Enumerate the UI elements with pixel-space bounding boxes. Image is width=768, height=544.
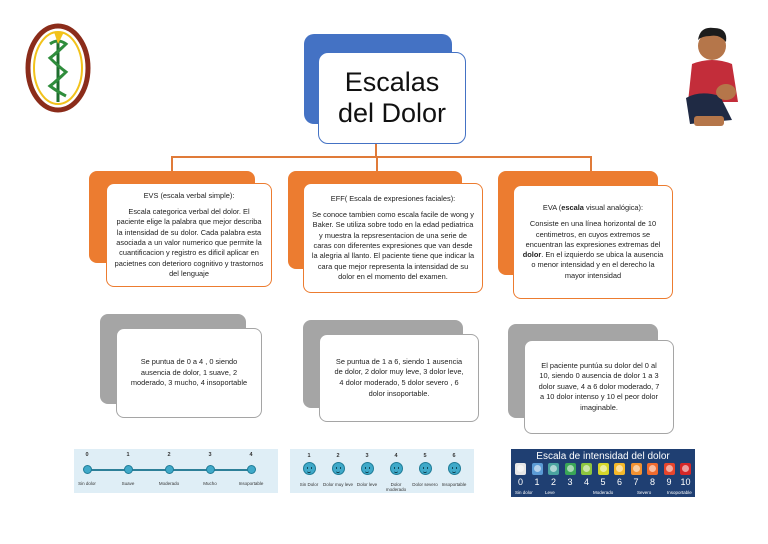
eva-scoring: El paciente puntúa su dolor del 0 al 10,…: [538, 360, 660, 412]
eff-faces-scale: 1 2 3 4 5 6 Sin Dolor Dolor muy leve Dol…: [290, 449, 474, 493]
eff-number: 2: [336, 453, 340, 459]
evs-scoring: Se puntua de 0 a 4 , 0 siendo ausencia d…: [130, 357, 248, 388]
eff-scale-label: Insoportable: [441, 482, 467, 487]
evs-scoring-box: Se puntua de 0 a 4 , 0 siendo ausencia d…: [116, 328, 262, 418]
evs-description-box: EVS (escala verbal simple): Escala categ…: [106, 183, 272, 287]
eff-scale-label: Sin Dolor: [299, 482, 319, 487]
connector-title-down: [375, 144, 377, 157]
eff-description: Se conoce tambien como escala facile de …: [311, 210, 475, 281]
title-line-2: del Dolor: [337, 98, 447, 128]
eff-number: 4: [394, 453, 398, 459]
eva-description-box: EVA (escala visual analógica): Consiste …: [513, 185, 673, 299]
eva-face-cell: [630, 463, 642, 475]
eva-number: 5: [600, 477, 606, 487]
smiling-face-icon: [302, 462, 316, 475]
evs-number: 0: [85, 452, 89, 458]
evs-scale-dot: [206, 465, 215, 474]
eva-scale-label: Insoportable: [667, 490, 692, 495]
eff-scoring-box: Se puntua de 1 a 6, siendo 1 ausencia de…: [319, 334, 479, 422]
eva-face-cell: [647, 463, 658, 475]
evs-scale-label: Insoportable: [238, 481, 264, 486]
connector-horizontal: [171, 156, 591, 158]
eva-face-cell: [531, 463, 543, 475]
sad-face-icon: [389, 462, 403, 475]
eva-number: 4: [583, 477, 589, 487]
eva-face-cell: [614, 463, 625, 475]
eva-face-cell: [548, 463, 559, 475]
eva-face-cell: [581, 463, 592, 475]
eva-scale-label: Sin dolor: [515, 490, 533, 495]
eva-face-cell: [680, 463, 691, 475]
eva-number: 9: [666, 477, 672, 487]
evs-verbal-scale: 0 1 2 3 4 Sin dolor Suave Moderado Mucho…: [74, 449, 278, 493]
eva-face-cell: [564, 463, 576, 475]
evs-number: 3: [208, 452, 212, 458]
evs-heading: EVS (escala verbal simple):: [143, 190, 235, 200]
title-line-1: Escalas: [344, 67, 440, 97]
evs-number: 4: [249, 452, 253, 458]
eva-face-cell: [663, 463, 675, 475]
eva-scoring-box: El paciente puntúa su dolor del 0 al 10,…: [524, 340, 674, 434]
evs-scale-dot: [165, 465, 174, 474]
eva-number: 8: [649, 477, 655, 487]
eva-number: 0: [517, 477, 523, 487]
crying-face-icon: [447, 462, 461, 475]
evs-scale-dot: [124, 465, 133, 474]
evs-scale-label: Mucho: [203, 481, 217, 486]
sad-face-icon: [418, 462, 432, 475]
connector-eva: [590, 156, 592, 171]
eff-number: 1: [307, 453, 311, 459]
eva-description: Consiste en una línea horizontal de 10 c…: [522, 219, 664, 280]
eff-scale-label: Dolor leve: [356, 482, 378, 487]
evs-number: 1: [126, 452, 130, 458]
evs-scale-label: Sin dolor: [78, 481, 96, 486]
eva-number: 2: [550, 477, 556, 487]
eva-heading: EVA (escala visual analógica):: [542, 202, 644, 212]
connector-eff: [376, 156, 378, 171]
eva-number: 7: [633, 477, 639, 487]
evs-scale-dot: [83, 465, 92, 474]
eva-scale-label: Moderado: [593, 490, 614, 495]
eff-scale-label: Dolor muy leve: [323, 482, 354, 487]
evs-number: 2: [167, 452, 171, 458]
connector-evs: [171, 156, 173, 171]
child-in-pain-photo: [680, 20, 746, 132]
eva-scale-label: Severo: [637, 490, 652, 495]
eff-heading: EFF( Escala de expresiones faciales):: [330, 193, 456, 203]
eff-scoring: Se puntua de 1 a 6, siendo 1 ausencia de…: [334, 356, 464, 398]
eff-description-box: EFF( Escala de expresiones faciales): Se…: [303, 183, 483, 293]
eva-number: 10: [680, 477, 691, 487]
eva-scale-label: Leve: [545, 490, 555, 495]
eff-scale-label: Dolor moderado: [385, 482, 407, 492]
eff-number: 6: [452, 453, 456, 459]
eva-number: 6: [616, 477, 622, 487]
eva-scale-title: Escala de intensidad del dolor: [536, 451, 670, 462]
evs-description: Escala categorica verbal del dolor. El p…: [114, 207, 264, 278]
eva-face-cell: [597, 463, 609, 475]
eva-number: 1: [534, 477, 540, 487]
eff-number: 5: [423, 453, 427, 459]
evs-scale-label: Suave: [121, 481, 135, 486]
caduceus-logo-icon: [24, 22, 92, 114]
eff-scale-label: Dolor severo: [412, 482, 438, 487]
evs-scale-label: Moderado: [158, 481, 180, 486]
neutral-face-icon: [360, 462, 374, 475]
evs-scale-dot: [247, 465, 256, 474]
eva-number: 3: [567, 477, 573, 487]
smiling-face-icon: [331, 462, 345, 475]
eva-face-cell: [515, 463, 526, 475]
eff-number: 3: [365, 453, 369, 459]
